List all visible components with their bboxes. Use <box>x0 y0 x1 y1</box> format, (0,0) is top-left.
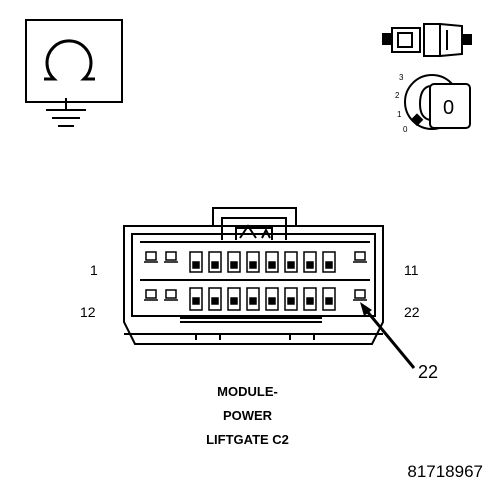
cavity-5 <box>227 251 241 273</box>
cavity-19 <box>284 287 298 311</box>
ignition-switch-icon <box>404 74 471 130</box>
figure-number: 81718967 <box>407 462 483 481</box>
ignition-position-0: 0 <box>403 125 408 134</box>
connector-key-icon <box>382 22 472 58</box>
cavity-6 <box>246 251 260 273</box>
callout-label: 22 <box>418 362 439 382</box>
cavity-1 <box>144 251 158 263</box>
cavity-4 <box>208 251 222 273</box>
ignition-position-labels: 3 2 1 0 <box>395 73 408 134</box>
ignition-position-1: 1 <box>397 110 402 119</box>
ignition-position-2: 2 <box>395 91 400 100</box>
caption-line-1: MODULE- <box>217 384 278 399</box>
pin-label-12: 12 <box>80 304 96 320</box>
caption-line-3: LIFTGATE C2 <box>206 432 289 447</box>
cavity-16 <box>227 287 241 311</box>
cavity-13 <box>164 289 178 301</box>
cavity-8 <box>284 251 298 273</box>
cavity-22 <box>353 289 367 301</box>
callout-arrow <box>360 302 416 369</box>
cavity-17 <box>246 287 260 311</box>
cavity-12 <box>144 289 158 301</box>
cavity-15 <box>208 287 222 311</box>
top-row-pins <box>144 251 367 273</box>
cavity-21 <box>322 287 336 311</box>
cavity-7 <box>265 251 279 273</box>
pin-label-11: 11 <box>404 262 419 278</box>
ignition-position-3: 3 <box>399 73 404 82</box>
connector-housing <box>123 207 384 345</box>
caption-line-2: POWER <box>222 408 273 423</box>
ground-symbol-icon <box>25 19 123 127</box>
cavity-20 <box>303 287 317 311</box>
cavity-10 <box>322 251 336 273</box>
cavity-18 <box>265 287 279 311</box>
key-label: 0 <box>443 97 454 119</box>
cavity-11 <box>353 251 367 263</box>
cavity-14 <box>189 287 203 311</box>
pin-label-1: 1 <box>90 262 98 278</box>
cavity-3 <box>189 251 203 273</box>
cavity-2 <box>164 251 178 263</box>
bottom-row-pins <box>144 287 367 311</box>
cavity-9 <box>303 251 317 273</box>
pin-label-22: 22 <box>404 304 420 320</box>
